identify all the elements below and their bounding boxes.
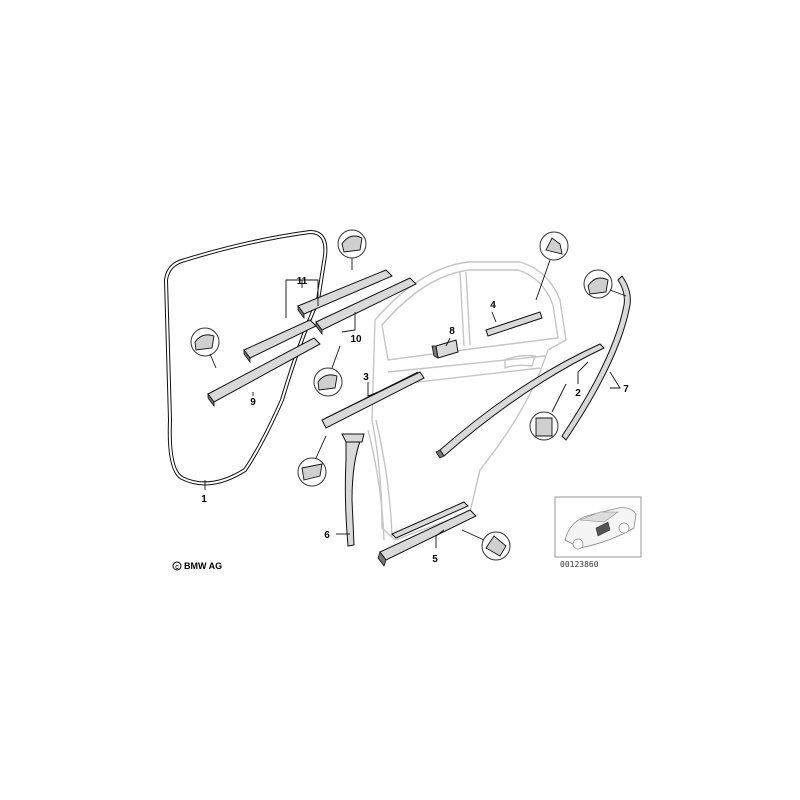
section-detail-part-10	[337, 229, 367, 270]
svg-text:C: C	[175, 565, 179, 571]
callout-1: 1	[201, 494, 207, 505]
vehicle-thumbnail	[554, 496, 642, 558]
part-8-clip	[431, 339, 459, 359]
rear-door-outline	[367, 261, 567, 541]
part-5-sill-molding	[377, 501, 477, 567]
part-2-side-molding	[435, 343, 605, 459]
part-4-window-trim	[485, 311, 543, 337]
copyright-notice: C BMW AG	[172, 561, 222, 571]
part-1-door-frame-seal	[163, 229, 328, 486]
part-10-outer-window-strip	[297, 269, 417, 336]
callout-6: 6	[324, 530, 330, 541]
reference-number: 00123860	[560, 560, 599, 569]
part-7-rear-seal-strip	[561, 275, 631, 441]
callout-7: 7	[623, 384, 629, 395]
callout-2: 2	[575, 388, 581, 399]
part-9-inner-window-strip	[207, 319, 321, 408]
section-detail-part-3	[297, 435, 327, 487]
callout-9: 9	[250, 397, 256, 408]
leader-lines	[204, 279, 621, 548]
callout-10: 10	[350, 334, 362, 345]
callout-11: 11	[297, 276, 308, 287]
part-6-vertical-seal	[341, 433, 365, 547]
callout-4: 4	[490, 300, 496, 311]
section-detail-part-10b	[313, 345, 343, 397]
section-detail-part-5	[461, 529, 511, 561]
callout-3: 3	[363, 372, 369, 383]
section-detail-part-2	[529, 383, 567, 441]
section-detail-part-7	[583, 269, 627, 299]
svg-text:BMW AG: BMW AG	[184, 561, 222, 571]
section-detail-part-4	[535, 231, 569, 301]
callout-5: 5	[432, 554, 438, 565]
callout-8: 8	[449, 326, 455, 337]
section-detail-part-9	[190, 327, 220, 369]
part-3-window-channel-strip	[321, 371, 425, 429]
